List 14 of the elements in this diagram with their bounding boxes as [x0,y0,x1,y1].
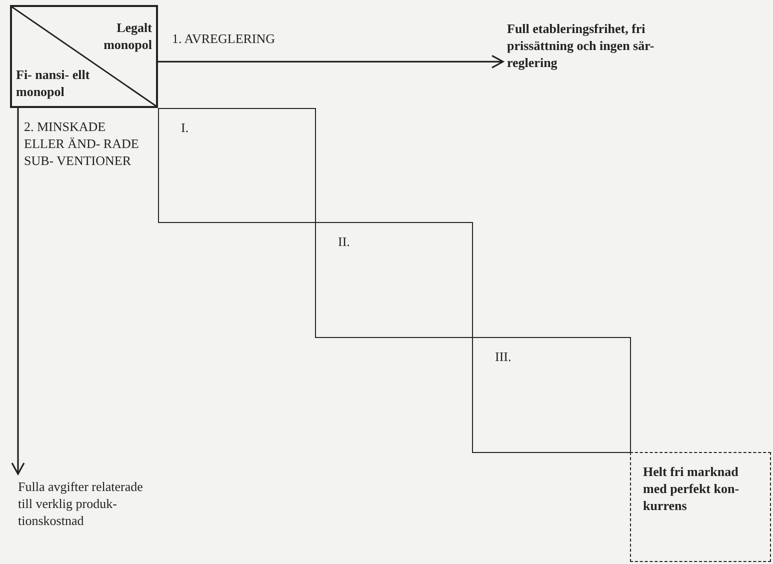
outcome-text: Fulla avgifter relaterade till verklig produk- tionskostnad [18,478,144,529]
step-box [315,222,473,338]
step-box [158,108,316,223]
outcome-text: Helt fri marknad med perfekt kon- kurrens [643,463,740,514]
outcome-text: Full etableringsfrihet, fri prissättning och ingen sär- reglering [507,20,656,71]
step-box [472,337,631,453]
step-number: III. [495,348,512,365]
row-header: Legalt monopol [102,19,152,53]
step-number: II. [338,233,350,250]
arrow [11,108,25,475]
column-header: Fi- nansi- ellt monopol [16,66,91,100]
arrow [158,54,504,68]
outcome-box [630,452,771,562]
step-number: I. [181,119,189,136]
